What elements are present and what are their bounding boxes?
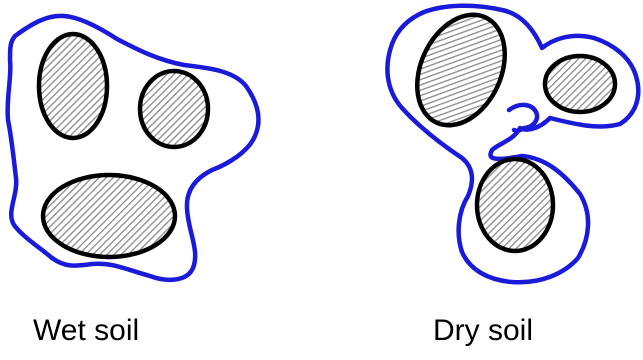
dry-soil-caption: Dry soil <box>433 316 533 346</box>
dry-soil-particle-2 <box>545 56 615 112</box>
dry-soil-panel <box>387 1 638 283</box>
dry-soil-particle-1 <box>400 1 522 140</box>
wet-soil-caption: Wet soil <box>33 316 139 346</box>
wet-soil-particle-1 <box>39 34 107 138</box>
wet-soil-particle-2 <box>140 71 208 147</box>
wet-soil-panel <box>8 16 259 280</box>
dry-soil-water-bridge <box>509 105 537 131</box>
wet-soil-particle-3 <box>43 175 175 257</box>
dry-soil-particle-3 <box>477 159 553 251</box>
